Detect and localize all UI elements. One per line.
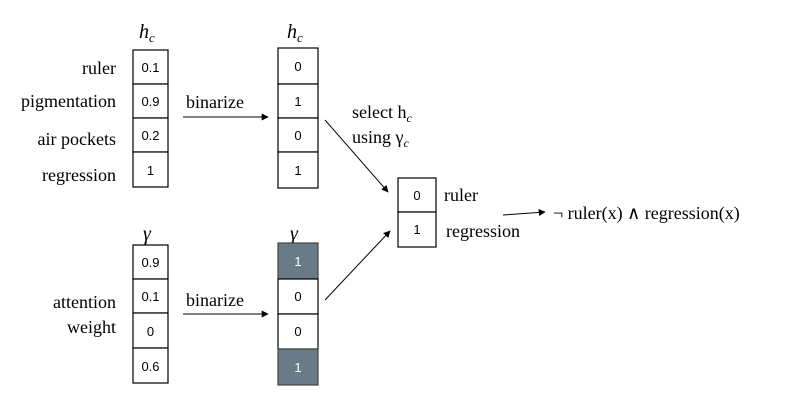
rule-formula: ¬ ruler(x) ∧ regression(x) (553, 203, 740, 224)
concept-label-ruler: ruler (82, 58, 116, 78)
hc-input-value: 1 (147, 163, 154, 178)
hc-binary-cell (277, 47, 319, 85)
selected-value: 1 (413, 222, 420, 237)
gamma-input-cell (132, 347, 169, 384)
hc-input-vector: 0.1 0.9 0.2 1 (132, 49, 169, 188)
binarize-bottom-label: binarize (186, 290, 244, 310)
gamma-binary-value: 0 (294, 289, 301, 304)
hc-input-value: 0.2 (141, 128, 159, 143)
gamma-binary-cell (277, 242, 319, 280)
gamma-binary-cell (277, 313, 319, 350)
hc-input-value: 0.9 (141, 94, 159, 109)
hc-binary-cell (277, 117, 319, 153)
hc-input-cell (132, 49, 169, 85)
hc-binary-vector: 0 1 0 1 (277, 47, 319, 189)
select-note-line2: using γc (352, 127, 409, 150)
select-top-arrow (324, 119, 389, 193)
binarize-top-label: binarize (186, 92, 244, 112)
attention-weight-label-line2: weight (67, 317, 116, 337)
concept-label-regression: regression (42, 165, 116, 185)
hc-input-value: 0.1 (141, 60, 159, 75)
hc-input-header: hc (139, 21, 155, 45)
selected-label-ruler: ruler (444, 185, 478, 205)
gamma-input-value: 0 (147, 324, 154, 339)
gamma-binary-value: 1 (294, 254, 301, 269)
selected-label-regression: regression (446, 221, 520, 241)
hc-binary-value: 1 (294, 163, 301, 178)
selected-vector: 0 1 (397, 177, 437, 248)
selected-value: 0 (413, 188, 420, 203)
formula-arrow (502, 208, 546, 216)
hc-binary-value: 0 (294, 59, 301, 74)
hc-binary-value: 0 (294, 128, 301, 143)
concept-label-pigmentation: pigmentation (21, 91, 116, 111)
gamma-input-header: γ (143, 223, 152, 245)
gamma-input-vector: 0.9 0.1 0 0.6 (132, 244, 169, 384)
gamma-binary-value: 0 (294, 324, 301, 339)
concept-label-air-pockets: air pockets (38, 129, 116, 149)
gamma-binary-header: γ (290, 223, 299, 245)
gamma-binary-cell (277, 278, 319, 315)
select-note-line1: select hc (352, 102, 412, 125)
hc-input-row-labels: ruler pigmentation air pockets regressio… (21, 58, 116, 185)
gamma-input-value: 0.6 (141, 359, 159, 374)
gamma-input-value: 0.9 (141, 255, 159, 270)
attention-weight-label-line1: attention (53, 292, 116, 312)
hc-input-cell (132, 151, 169, 188)
gamma-input-value: 0.1 (141, 289, 159, 304)
hc-binary-header: hc (287, 21, 303, 45)
hc-binary-cell (277, 83, 319, 119)
select-bottom-arrow (324, 230, 391, 301)
gamma-binary-value: 1 (294, 360, 301, 375)
gamma-binary-cell (277, 348, 319, 386)
selected-cell (397, 211, 437, 248)
gamma-binary-vector: 1 0 0 1 (277, 242, 319, 386)
hc-binary-value: 1 (294, 94, 301, 109)
hc-binary-cell (277, 151, 319, 189)
